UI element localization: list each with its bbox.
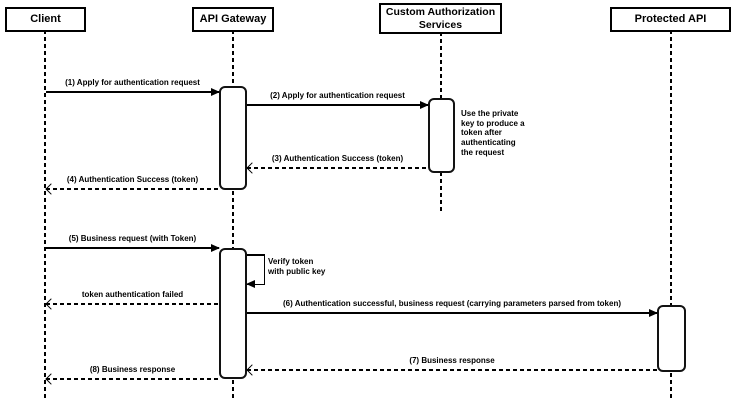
message-8-line [46,378,219,380]
arrow-left-icon [246,280,255,288]
participant-box-protected-api: Protected API [610,7,731,32]
message-6-line [247,312,657,314]
message-7-line [247,369,657,371]
participant-box-custom-auth: Custom Authorization Services [379,3,502,34]
message-8: (8) Business response [45,365,219,385]
note-use-private-key: Use the private key to produce a token a… [461,109,525,157]
arrow-left-icon [45,183,57,195]
arrow-right-icon [211,88,220,96]
message-7: (7) Business response [246,356,657,376]
message-1-label: (1) Apply for authentication request [65,78,200,87]
participant-label-client: Client [30,13,61,25]
message-7-label: (7) Business response [409,356,495,365]
message-5-label: (5) Business request (with Token) [68,234,197,243]
message-1-line [46,91,219,93]
lifeline-client [44,30,46,398]
activation-api-gateway-2 [219,248,247,379]
message-token-auth-failed-line [46,303,219,305]
self-message-line [247,283,265,285]
message-2: (2) Apply for authentication request [247,91,429,109]
message-3: (3) Authentication Success (token) [246,154,428,174]
activation-custom-auth [428,98,455,173]
message-1: (1) Apply for authentication request [46,78,220,96]
message-3-label: (3) Authentication Success (token) [271,154,404,163]
lifeline-protected-api [670,30,672,398]
participant-label-api-gateway: API Gateway [199,13,267,25]
arrow-right-icon [420,101,429,109]
participant-box-client: Client [5,7,86,32]
participant-label-protected-api: Protected API [634,13,707,25]
self-message-verify-token [246,254,265,288]
message-2-line [247,104,428,106]
self-message-line [263,254,265,285]
self-message-label: Verify token with public key [268,257,326,276]
message-5: (5) Business request (with Token) [46,234,220,252]
message-5-line [46,247,219,249]
message-6-label: (6) Authentication successful, business … [282,299,622,308]
activation-protected-api [657,305,686,372]
message-8-label: (8) Business response [89,365,176,374]
arrow-left-icon [45,373,57,385]
arrow-right-icon [649,309,658,317]
message-4-label: (4) Authentication Success (token) [66,175,199,184]
participant-label-custom-auth: Custom Authorization Services [385,5,496,31]
message-4: (4) Authentication Success (token) [45,175,219,195]
self-message-line [247,254,265,256]
message-4-line [46,188,219,190]
message-token-auth-failed-label: token authentication failed [81,290,184,299]
arrow-left-icon [246,162,258,174]
message-3-line [247,167,428,169]
message-token-auth-failed: token authentication failed [45,290,219,310]
participant-box-api-gateway: API Gateway [192,7,274,32]
lifeline-api-gateway [232,30,234,398]
message-2-label: (2) Apply for authentication request [270,91,405,100]
message-6: (6) Authentication successful, business … [247,299,658,317]
activation-api-gateway-1 [219,86,247,190]
arrow-right-icon [211,244,220,252]
arrow-left-icon [246,364,258,376]
arrow-left-icon [45,298,57,310]
